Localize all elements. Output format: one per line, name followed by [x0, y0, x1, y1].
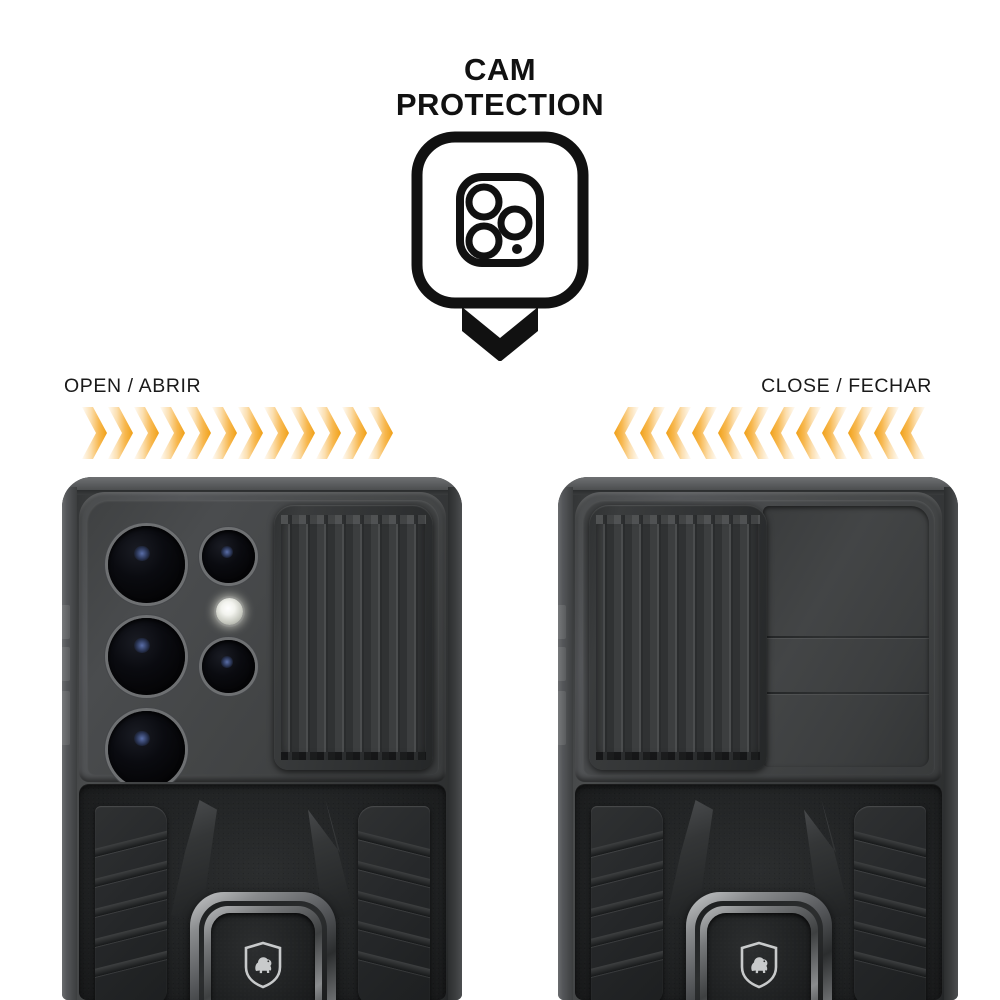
- case-body-left: [62, 477, 462, 1000]
- case-right-rail-2: [944, 487, 958, 1000]
- armor-side-panel-left: [95, 806, 167, 1000]
- camera-deck-inner-right: [583, 500, 935, 775]
- page-title: CAM PROTECTION: [0, 52, 1000, 122]
- open-direction-arrows: [78, 406, 396, 460]
- camera-lens-tele: [202, 530, 255, 583]
- armor-slash-lines-left-2: [591, 806, 663, 1000]
- slider-grip-ribs-right: [596, 515, 760, 760]
- case-body-right: [558, 477, 958, 1000]
- slider-grip-ribs-left: [281, 515, 426, 760]
- volume-down-button-left[interactable]: [62, 647, 70, 681]
- camera-deck-right: [575, 492, 942, 782]
- ring-core-texture-right: [706, 913, 811, 1000]
- recess-divider-1: [763, 636, 929, 638]
- ring-core-texture-left: [210, 913, 315, 1000]
- ring-core-right: [706, 913, 811, 1000]
- camera-lens-main: [108, 526, 185, 603]
- title-line-1: CAM: [463, 52, 537, 87]
- open-label: OPEN / ABRIR: [64, 375, 202, 397]
- camera-lens-wide: [108, 618, 185, 695]
- armor-side-panel-left-2: [591, 806, 663, 1000]
- close-label: CLOSE / FECHAR: [761, 375, 932, 397]
- camera-lens-depth: [202, 640, 255, 693]
- volume-up-button-right[interactable]: [558, 605, 566, 639]
- slider-empty-recess: [763, 506, 929, 767]
- armor-back-left: [79, 784, 446, 1000]
- armor-slash-lines-left: [95, 806, 167, 1000]
- volume-down-button-right[interactable]: [558, 647, 566, 681]
- cam-protection-icon: [406, 131, 594, 362]
- gorilla-shield-logo-icon-2: [740, 941, 777, 989]
- camera-slider-cover-closed[interactable]: [589, 505, 767, 770]
- volume-up-button-left[interactable]: [62, 605, 70, 639]
- recess-divider-2: [763, 692, 929, 694]
- camera-flash-led: [216, 598, 243, 625]
- armor-side-panel-right: [358, 806, 430, 1000]
- close-direction-arrows: [610, 406, 928, 460]
- armor-slash-lines-right: [358, 806, 430, 1000]
- armor-slash-lines-right-2: [854, 806, 926, 1000]
- power-button-left[interactable]: [62, 691, 70, 745]
- ring-core-left: [210, 913, 315, 1000]
- case-right-rail: [448, 487, 462, 1000]
- phone-case-open: [62, 477, 462, 1000]
- title-line-2: PROTECTION: [395, 87, 605, 123]
- gorilla-shield-logo-icon: [244, 941, 281, 989]
- phone-case-closed: [558, 477, 958, 1000]
- armor-side-panel-right-2: [854, 806, 926, 1000]
- camera-slider-cover-open[interactable]: [274, 505, 433, 770]
- camera-deck-inner-left: [87, 500, 439, 782]
- ring-kickstand-right[interactable]: [685, 892, 832, 1000]
- camera-lens-ultrawide: [108, 711, 185, 782]
- camera-deck-left: [79, 492, 446, 782]
- power-button-right[interactable]: [558, 691, 566, 745]
- ring-kickstand-left[interactable]: [189, 892, 336, 1000]
- armor-back-right: [575, 784, 942, 1000]
